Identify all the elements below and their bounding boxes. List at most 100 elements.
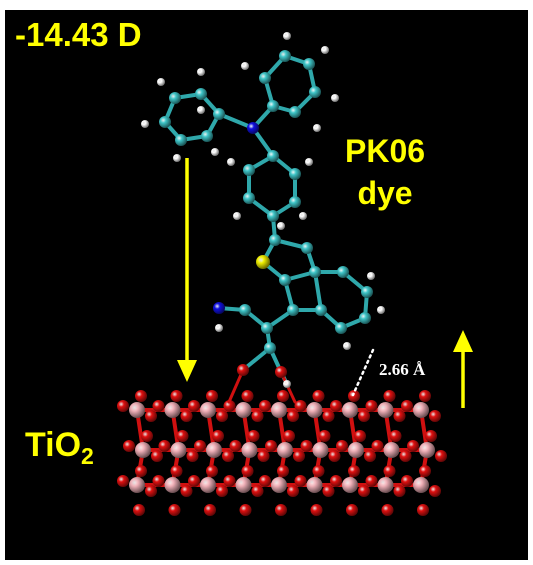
bond-distance-label: 2.66 Å	[379, 360, 426, 379]
oxygen-atom	[223, 475, 236, 487]
hydrogen-atom	[141, 120, 149, 128]
titanium-atom	[377, 477, 394, 493]
oxygen-atom	[348, 465, 360, 477]
titanium-atom	[413, 477, 429, 493]
titanium-atom	[306, 402, 323, 418]
oxygen-atom	[346, 504, 358, 516]
oxygen-atom	[188, 400, 200, 412]
titanium-atom	[277, 442, 293, 458]
oxygen-atom	[429, 410, 441, 422]
oxygen-atom	[381, 504, 394, 516]
titanium-atom	[419, 442, 435, 458]
titanium-atom	[164, 402, 181, 418]
titanium-atom	[164, 477, 181, 493]
oxygen-atom	[371, 440, 384, 452]
titanium-atom	[235, 402, 252, 418]
oxygen-atom	[257, 450, 270, 462]
hydrogen-atom	[313, 124, 321, 132]
carbon-atom	[301, 242, 313, 254]
oxygen-atom	[393, 485, 406, 497]
carbon-atom	[337, 266, 349, 278]
oxygen-atom	[348, 390, 360, 402]
dye-name-line1: PK06	[345, 133, 426, 169]
dipole-arrow-down-head	[177, 360, 197, 382]
oxygen-atom	[383, 390, 396, 402]
oxygen-atom	[287, 485, 299, 497]
hydrogen-atom	[343, 342, 351, 350]
oxygen-atom	[216, 485, 228, 497]
oxygen-atom	[354, 430, 366, 442]
oxygen-atom	[170, 390, 183, 402]
oxygen-atom	[222, 450, 234, 462]
oxygen-atom	[287, 410, 299, 422]
oxygen-atom	[318, 430, 331, 442]
carbon-atom	[243, 164, 255, 176]
oxygen-atom	[294, 475, 307, 487]
oxygen-atom	[152, 475, 165, 487]
oxygen-atom	[328, 450, 341, 462]
oxygen-atom	[294, 400, 307, 412]
hydrogen-atom	[299, 212, 307, 220]
oxygen-atom	[145, 410, 157, 422]
titanium-atom	[342, 402, 358, 418]
titanium-atom	[306, 477, 323, 493]
oxygen-atom	[216, 410, 228, 422]
dye-name-line2: dye	[357, 175, 413, 211]
oxygen-atom	[293, 450, 305, 462]
titanium-atom	[135, 442, 151, 458]
carbon-atom	[287, 304, 299, 316]
oxygen-atom	[401, 400, 413, 412]
titanium-atom	[377, 402, 394, 418]
oxygen-atom	[117, 475, 129, 487]
oxygen-atom	[180, 485, 193, 497]
oxygen-atom	[417, 504, 429, 516]
titanium-atom	[348, 442, 364, 458]
oxygen-atom	[435, 450, 447, 462]
oxygen-atom	[117, 400, 129, 412]
carbon-atom	[195, 88, 207, 100]
titanium-atom	[241, 442, 258, 458]
carbon-atom	[264, 342, 276, 354]
carbon-atom	[243, 192, 255, 204]
hydrogen-atom	[157, 78, 165, 86]
oxygen-atom	[283, 430, 295, 442]
carbon-atom	[267, 100, 279, 112]
oxygen-atom	[237, 364, 249, 376]
nitrogen-atom	[213, 302, 225, 314]
hydrogen-bond-line	[351, 348, 375, 397]
hydrogen-atom	[277, 222, 285, 230]
carbon-atom	[201, 130, 213, 142]
oxygen-atom	[419, 465, 431, 477]
hydrogen-atom	[197, 106, 205, 114]
oxygen-atom	[251, 410, 264, 422]
oxygen-atom	[206, 390, 218, 402]
titanium-atom	[235, 477, 252, 493]
oxygen-atom	[152, 400, 165, 412]
oxygen-atom	[365, 475, 378, 487]
oxygen-atom	[265, 440, 277, 452]
carbon-atom	[315, 304, 327, 316]
oxygen-atom	[275, 366, 287, 378]
oxygen-atom	[322, 410, 335, 422]
oxygen-atom	[151, 450, 163, 462]
oxygen-atom	[300, 440, 313, 452]
dipole-arrow-up-head	[453, 330, 473, 352]
oxygen-atom	[330, 400, 342, 412]
oxygen-atom	[251, 485, 264, 497]
carbon-atom	[289, 196, 301, 208]
nitrogen-atom	[247, 122, 259, 134]
carbon-atom	[269, 234, 281, 246]
oxygen-atom	[259, 475, 271, 487]
carbon-atom	[267, 210, 279, 222]
carbon-atom	[335, 322, 347, 334]
oxygen-atom	[170, 465, 183, 477]
carbon-atom	[159, 116, 171, 128]
oxygen-atom	[322, 485, 335, 497]
hydrogen-atom	[367, 272, 375, 280]
oxygen-atom	[277, 390, 289, 402]
dipole-moment-label: -14.43 D	[15, 16, 142, 53]
molecule-render-panel: -14.43 D PK06 dye TiO2 2.66 Å	[5, 10, 528, 560]
oxygen-atom	[158, 440, 171, 452]
hydrogen-atom	[227, 158, 235, 166]
oxygen-atom	[429, 485, 441, 497]
